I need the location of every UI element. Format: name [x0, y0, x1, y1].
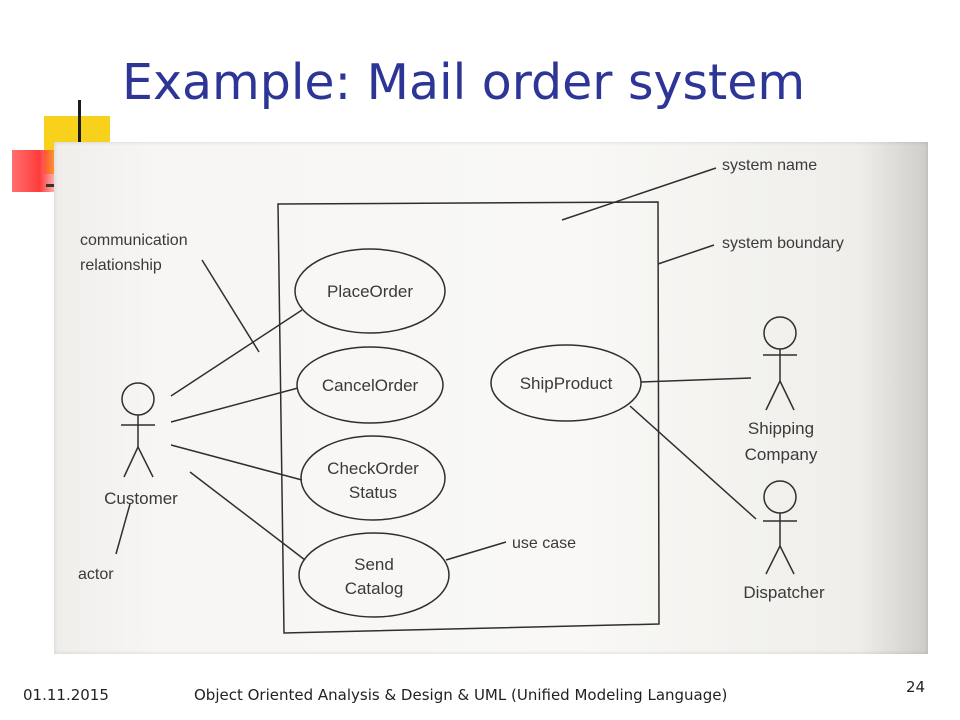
association-customer-place-order — [170, 309, 303, 397]
text-line: PlaceOrder — [327, 282, 413, 301]
text-line: Shipping — [748, 419, 814, 438]
use-case-place-order-label: PlaceOrder — [327, 282, 413, 301]
use-case-cancel-order-label: CancelOrder — [322, 376, 419, 395]
annotation-system-boundary: system boundary — [722, 235, 844, 252]
customer-actor-label: Customer — [104, 489, 178, 508]
use-case-ship-product-ellipse — [490, 344, 642, 422]
text-line: Customer — [104, 489, 178, 508]
footer-course-title: Object Oriented Analysis & Design & UML … — [194, 686, 728, 704]
text-line: actor — [78, 566, 114, 583]
text-line: system boundary — [722, 235, 844, 252]
annotation-actor: actor — [78, 566, 114, 583]
leader-actor — [115, 503, 131, 555]
text-line: CancelOrder — [322, 376, 419, 395]
decorative-small-line — [46, 184, 60, 187]
leader-system-boundary — [657, 244, 715, 265]
customer-actor-figure — [121, 382, 155, 478]
text-line: Status — [349, 483, 397, 502]
use-case-check-order-status-ellipse — [300, 435, 446, 521]
text-line: system name — [722, 157, 817, 174]
leader-communication-relationship — [201, 259, 260, 353]
association-customer-check-order-status — [170, 444, 303, 481]
use-case-ship-product-label: ShipProduct — [520, 374, 613, 393]
association-customer-send-catalog — [189, 471, 306, 561]
text-line: relationship — [80, 257, 162, 274]
text-line: Company — [745, 445, 818, 464]
use-case-send-catalog-ellipse — [298, 532, 450, 618]
text-line: use case — [512, 535, 576, 552]
slide-title: Example: Mail order system — [122, 54, 806, 111]
leader-use-case — [445, 541, 507, 561]
text-line: Dispatcher — [743, 583, 825, 602]
annotation-system-name: system name — [722, 157, 817, 174]
dispatcher-actor-label: Dispatcher — [743, 583, 825, 602]
association-customer-cancel-order — [170, 387, 299, 423]
use-case-place-order-ellipse — [294, 248, 446, 334]
text-line: Send — [354, 555, 394, 574]
association-ship-product-dispatcher — [629, 405, 757, 520]
text-line: CheckOrder — [327, 459, 419, 478]
text-line: Catalog — [345, 579, 404, 598]
text-line: ShipProduct — [520, 374, 613, 393]
annotation-communication-relationship: communication relationship — [80, 232, 188, 274]
shipping-company-actor-figure — [763, 316, 797, 411]
page-number: 24 — [906, 678, 926, 696]
use-case-cancel-order-ellipse — [296, 346, 444, 424]
decorative-black-bar — [78, 100, 81, 142]
system-boundary — [277, 201, 660, 634]
leader-system-name — [561, 167, 717, 221]
text-line: communication — [80, 232, 188, 249]
dispatcher-actor-figure — [763, 480, 797, 575]
footer-date: 01.11.2015 — [23, 686, 109, 704]
annotation-use-case: use case — [512, 535, 576, 552]
association-ship-product-shipping-company — [640, 377, 752, 383]
